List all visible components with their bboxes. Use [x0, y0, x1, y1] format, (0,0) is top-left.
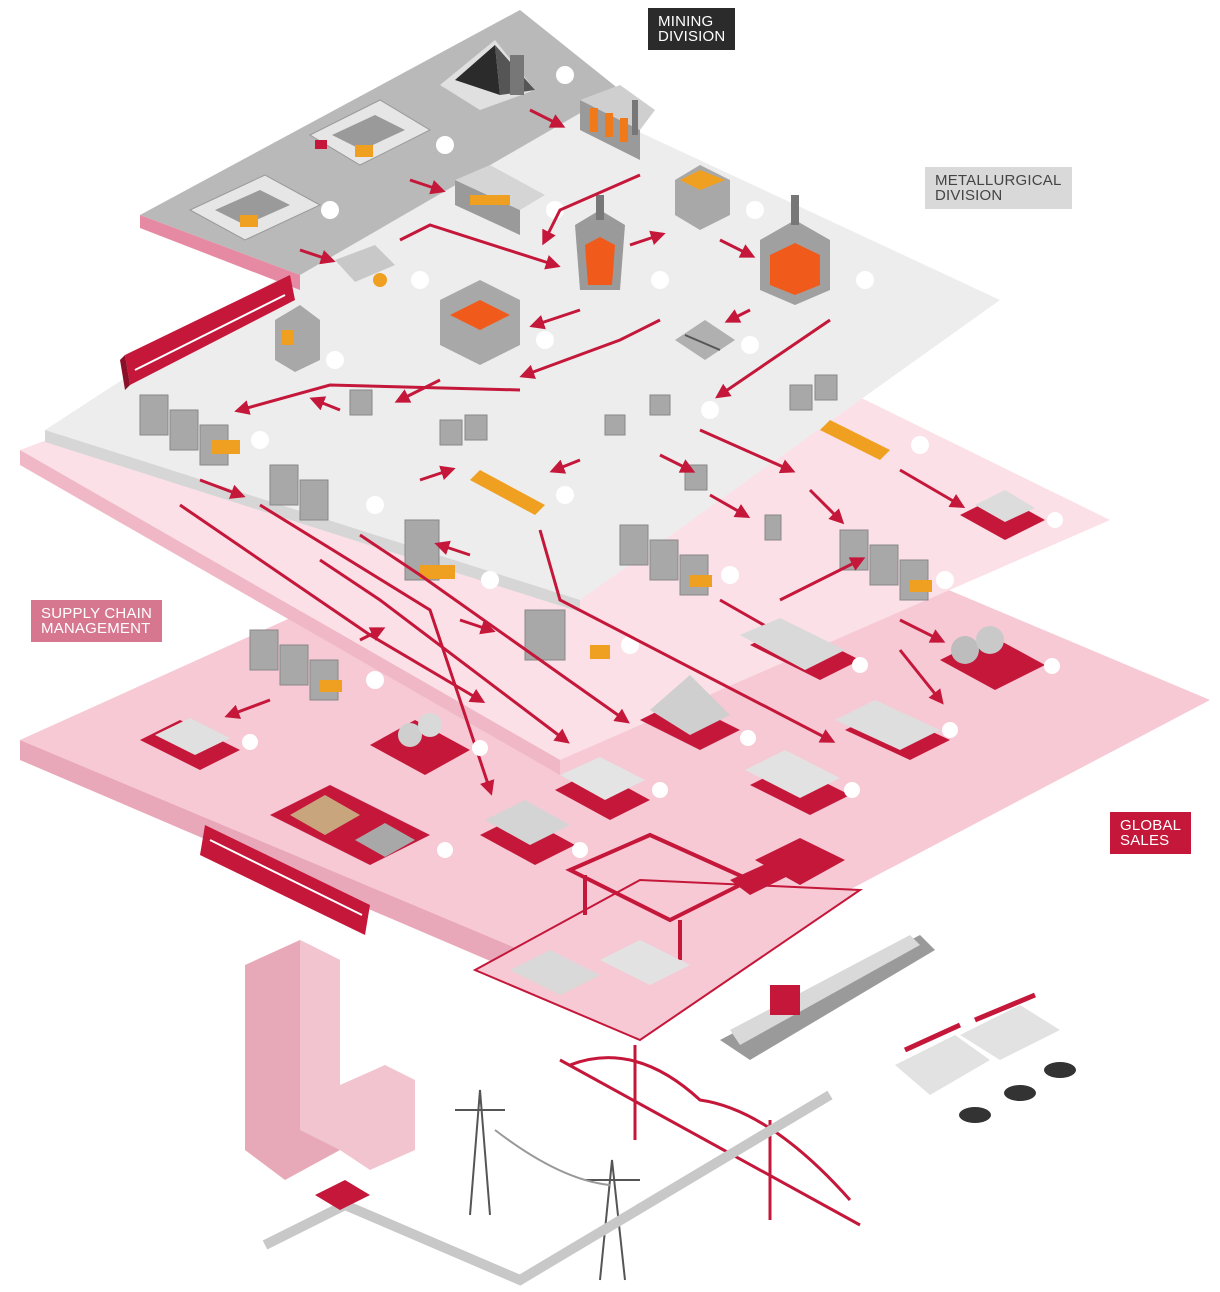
metallurgical-nodes: [326, 131, 874, 369]
metallurgical-division-label-line2: DIVISION: [935, 187, 1003, 204]
product-coils: [940, 626, 1045, 690]
bridge-icon: [559, 1045, 861, 1227]
blast-furnace-icon: [575, 195, 625, 290]
pipeline: [262, 1090, 833, 1286]
supply-chain-label: SUPPLY CHAIN MANAGEMENT: [31, 600, 163, 642]
train-icon: [200, 825, 370, 935]
mining-division-label: MINING DIVISION: [648, 8, 736, 50]
bof-converter-icon: [675, 165, 830, 305]
casting-machine-icon: [335, 245, 395, 287]
product-rebar: [480, 800, 575, 865]
scrap-pile-icon: [675, 320, 735, 360]
reheating-furnace-icon: [440, 280, 520, 365]
supply-chain-label-line2: MANAGEMENT: [41, 620, 151, 637]
product-ore-concentrate: [270, 785, 430, 865]
sinter-plant-icon: [455, 165, 545, 235]
train-icon: [120, 275, 295, 390]
ore-pile-icon: [440, 40, 535, 110]
cargo-ship-icon: [720, 935, 935, 1060]
product-plates-1: [960, 490, 1045, 540]
global-sales-label-line1: GLOBAL: [1120, 817, 1182, 834]
hot-metal-glow: [212, 420, 932, 692]
port-crane-icon: [472, 832, 864, 1042]
product-billets: [140, 718, 240, 770]
lime-kiln-icon: [275, 305, 320, 372]
metallurgical-division-label-line1: METALLURGICAL: [935, 172, 1062, 189]
product-sheets: [555, 757, 650, 820]
flow-arrows: [179, 108, 966, 796]
product-beams: [835, 700, 950, 760]
steel-product-icon: [140, 490, 1045, 865]
pump-station-icon: [315, 1180, 370, 1210]
product-pipes: [740, 618, 860, 680]
open-pit-mine-icon: [188, 99, 432, 241]
product-wire-rods: [370, 713, 470, 775]
power-tower-icon: [455, 1089, 640, 1281]
product-tubes-stack: [640, 675, 740, 750]
office-building-icon: [245, 940, 415, 1180]
global-sales-label: GLOBAL SALES: [1110, 812, 1192, 854]
global-sales-label-line2: SALES: [1120, 832, 1170, 849]
mill-nodes: [251, 401, 954, 689]
oil-pump-jack-icon: [895, 992, 1076, 1123]
metallurgical-division-label: METALLURGICAL DIVISION: [925, 167, 1072, 209]
coke-oven-icon: [580, 85, 655, 160]
mining-division-label-line1: MINING: [658, 13, 714, 30]
mine-nodes: [321, 66, 574, 219]
supply-chain-label-line1: SUPPLY CHAIN: [41, 605, 153, 622]
mining-division-label-line2: DIVISION: [658, 28, 726, 45]
product-sections: [745, 750, 850, 815]
product-nodes: [242, 512, 1063, 858]
